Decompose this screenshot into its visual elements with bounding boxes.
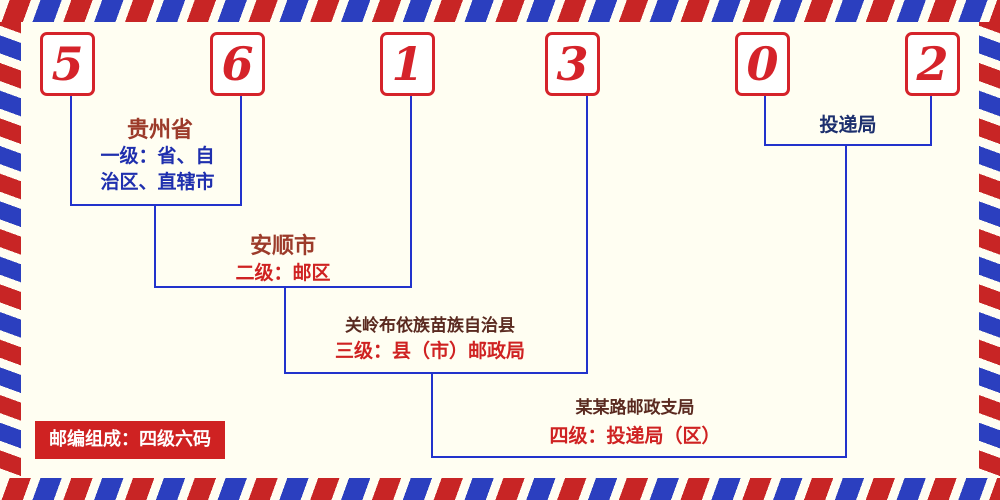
- airmail-border-left: [0, 22, 21, 478]
- digit-2: 6: [221, 37, 254, 91]
- digit-1: 5: [51, 37, 84, 91]
- connector-delivery-left: [764, 96, 766, 146]
- delivery-bureau-label: 投递局: [819, 114, 877, 136]
- connector-delivery-right: [930, 96, 932, 146]
- level4-name: 某某路邮政支局: [575, 398, 695, 418]
- digit-6: 2: [916, 37, 949, 91]
- level1-desc-line2: 治区、直辖市: [100, 171, 215, 193]
- digit-box-6: 2: [905, 32, 960, 96]
- connector-level4-right: [845, 144, 847, 458]
- connector-level3-right: [586, 96, 588, 374]
- level3-name: 关岭布依族苗族自治县: [345, 316, 515, 336]
- connector-level1-bottom: [70, 204, 242, 206]
- connector-level2-left: [154, 204, 156, 288]
- connector-level3-bottom: [284, 372, 588, 374]
- composition-badge: 邮编组成：四级六码: [35, 421, 225, 459]
- connector-level1-left: [70, 96, 72, 206]
- level3-desc: 三级：县（市）邮政局: [334, 340, 525, 362]
- connector-level2-bottom: [154, 286, 412, 288]
- connector-level4-bottom: [431, 456, 847, 458]
- connector-delivery-bottom: [764, 144, 932, 146]
- level1-desc-line1: 一级：省、自: [100, 145, 215, 167]
- airmail-border-bottom: [0, 478, 1000, 500]
- digit-5: 0: [746, 37, 779, 91]
- level4-desc: 四级：投递局（区）: [549, 425, 721, 447]
- level2-name: 安顺市: [249, 234, 316, 259]
- connector-level1-right: [240, 96, 242, 206]
- level1-desc: 一级：省、自 治区、直辖市: [75, 143, 240, 195]
- digit-box-4: 3: [545, 32, 600, 96]
- airmail-border-right: [979, 22, 1000, 478]
- digit-4: 3: [556, 37, 589, 91]
- digit-box-2: 6: [210, 32, 265, 96]
- digit-box-3: 1: [380, 32, 435, 96]
- airmail-border-top: [0, 0, 1000, 22]
- digit-box-5: 0: [735, 32, 790, 96]
- connector-level3-left: [284, 286, 286, 374]
- connector-level4-left: [431, 372, 433, 458]
- digit-box-1: 5: [40, 32, 95, 96]
- connector-level2-right: [410, 96, 412, 288]
- level2-desc: 二级：邮区: [235, 262, 331, 284]
- digit-3: 1: [391, 37, 424, 91]
- level1-name: 贵州省: [126, 118, 193, 143]
